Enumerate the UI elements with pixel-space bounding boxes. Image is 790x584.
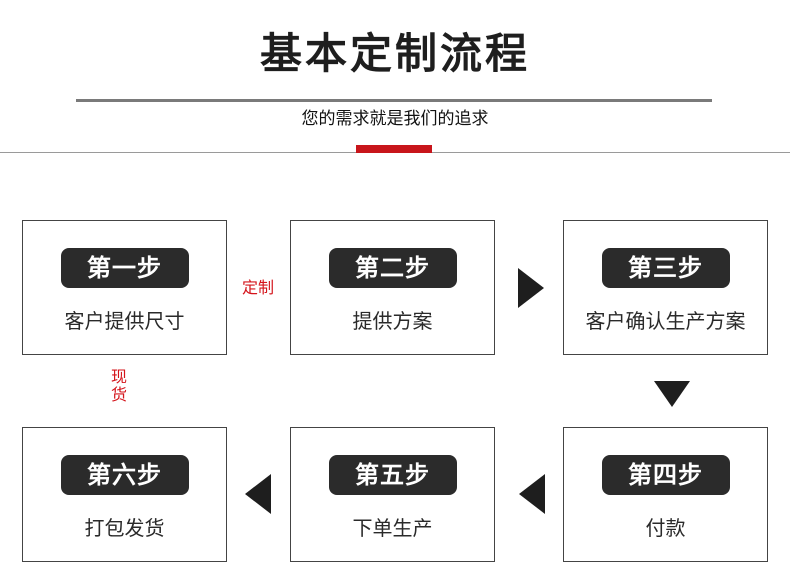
step-box-2: 第二步 提供方案	[290, 220, 495, 355]
accent-bar	[356, 145, 432, 153]
arrow-left-icon	[245, 474, 271, 514]
page-title: 基本定制流程	[259, 29, 530, 78]
step-badge: 第五步	[328, 455, 457, 495]
step-badge: 第二步	[328, 248, 457, 288]
arrow-right-shape	[518, 268, 544, 308]
step-description: 下单生产	[352, 516, 433, 540]
note-stock-text: 现货	[110, 367, 127, 404]
step-box-4: 第四步 付款	[563, 427, 768, 562]
step-description: 提供方案	[352, 309, 433, 333]
note-stock: 现货	[106, 368, 132, 404]
title-divider	[76, 99, 712, 102]
step-box-3: 第三步 客户确认生产方案	[563, 220, 768, 355]
step-description: 打包发货	[84, 516, 165, 540]
arrow-down-icon	[654, 381, 690, 407]
step-box-1: 第一步 客户提供尺寸	[22, 220, 227, 355]
step-description: 客户提供尺寸	[64, 309, 185, 333]
arrow-left-icon	[519, 474, 545, 514]
arrow-left-shape	[519, 474, 545, 514]
arrow-right-icon	[518, 268, 544, 308]
step-badge: 第三步	[601, 248, 730, 288]
note-custom: 定制	[241, 278, 274, 297]
arrow-down-shape	[654, 381, 690, 407]
step-box-5: 第五步 下单生产	[290, 427, 495, 562]
step-description: 客户确认生产方案	[585, 309, 746, 333]
step-badge: 第一步	[60, 248, 189, 288]
step-badge: 第六步	[60, 455, 189, 495]
arrow-left-shape	[245, 474, 271, 514]
step-description: 付款	[645, 516, 686, 540]
step-badge: 第四步	[601, 455, 730, 495]
page-subtitle: 您的需求就是我们的追求	[301, 109, 489, 129]
step-box-6: 第六步 打包发货	[22, 427, 227, 562]
